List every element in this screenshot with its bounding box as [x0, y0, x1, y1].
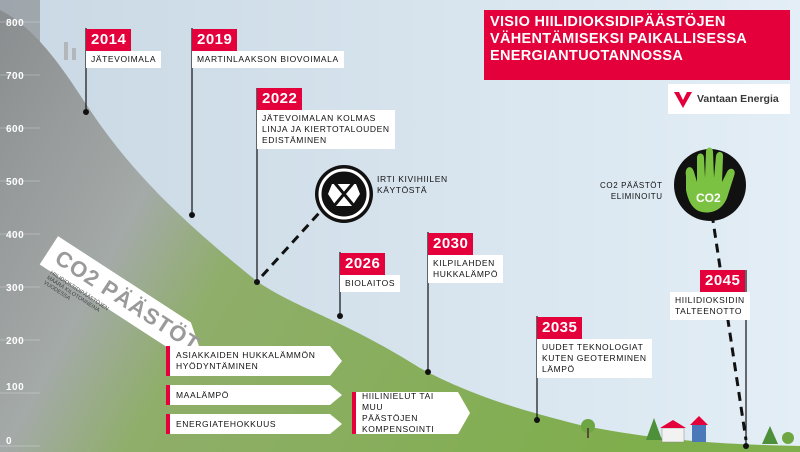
- measure-line: PÄÄSTÖJEN: [362, 413, 418, 423]
- milestone-year-2019: 2019: [192, 29, 238, 51]
- label-line: LINJA JA KIERTOTALOUDEN: [262, 124, 390, 134]
- label-line: JÄTEVOIMALAN KOLMAS: [262, 113, 376, 123]
- milestone-label-2014: JÄTEVOIMALA: [86, 51, 162, 68]
- measure-line: HIILINIELUT TAI MUU: [362, 391, 434, 412]
- y-tick-800: 800: [6, 18, 25, 29]
- measure-line: HYÖDYNTÄMINEN: [176, 361, 259, 371]
- y-tick-300: 300: [6, 283, 25, 294]
- milestone-label-2022: JÄTEVOIMALAN KOLMAS LINJA JA KIERTOTALOU…: [257, 110, 395, 149]
- measure-efficiency: ENERGIATEHOKKUUS: [166, 414, 342, 434]
- measure-line: ENERGIATEHOKKUUS: [176, 418, 277, 429]
- ground-decor: [581, 416, 794, 444]
- y-tick-100: 100: [6, 382, 25, 393]
- y-tick-700: 700: [6, 71, 25, 82]
- capture-connector: [710, 213, 748, 441]
- coal-stop-icon: [315, 165, 373, 223]
- measure-line: ASIAKKAIDEN HUKKALÄMMÖN: [176, 350, 316, 360]
- label-line: TALTEENOTTO: [675, 306, 743, 316]
- milestone-label-2035: UUDET TEKNOLOGIAT KUTEN GEOTERMINEN LÄMP…: [537, 339, 652, 378]
- page-title: VISIO HIILIDIOKSIDIPÄÄSTÖJEN VÄHENTÄMISE…: [484, 10, 790, 80]
- logo-mark-icon: [674, 92, 692, 108]
- milestone-year-2014: 2014: [86, 29, 132, 51]
- label-line: KUTEN GEOTERMINEN: [542, 353, 647, 363]
- label-line: LÄMPÖ: [542, 364, 575, 374]
- y-tick-200: 200: [6, 336, 25, 347]
- label-line: KILPILAHDEN: [433, 258, 495, 268]
- y-tick-500: 500: [6, 177, 25, 188]
- y-tick-400: 400: [6, 230, 25, 241]
- y-tick-600: 600: [6, 124, 25, 135]
- label-line: EDISTÄMINEN: [262, 135, 327, 145]
- logo-text: Vantaan Energia: [697, 93, 779, 105]
- measure-line: KOMPENSOINTI: [362, 424, 435, 434]
- measure-carbon-sinks: HIILINIELUT TAI MUU PÄÄSTÖJEN KOMPENSOIN…: [352, 392, 470, 434]
- note-line: IRTI KIVIHIILEN: [377, 174, 448, 184]
- milestone-year-2030: 2030: [428, 233, 474, 255]
- title-line-2: VÄHENTÄMISEKSI PAIKALLISESSA: [490, 31, 748, 47]
- hand-co2-text: CO2: [696, 191, 721, 205]
- emission-hill: [0, 10, 800, 452]
- measure-ground-heat: MAALÄMPÖ: [166, 385, 342, 405]
- milestone-year-2035: 2035: [537, 317, 583, 339]
- hand-icon: [674, 147, 746, 221]
- y-tick-0: 0: [6, 436, 13, 447]
- milestone-label-2030: KILPILAHDEN HUKKALÄMPÖ: [428, 255, 504, 283]
- milestone-label-2019: MARTINLAAKSON BIOVOIMALA: [192, 51, 344, 68]
- measure-waste-heat: ASIAKKAIDEN HUKKALÄMMÖN HYÖDYNTÄMINEN: [166, 346, 342, 376]
- milestone-label-2026: BIOLAITOS: [340, 275, 401, 292]
- title-line-3: ENERGIANTUOTANNOSSA: [490, 48, 684, 64]
- milestone-year-2022: 2022: [257, 88, 303, 110]
- label-line: HUKKALÄMPÖ: [433, 269, 499, 279]
- label-line: HIILIDIOKSIDIN: [675, 295, 745, 305]
- milestone-year-2045: 2045: [700, 270, 746, 292]
- co2-eliminated-note: CO2 PÄÄSTÖT ELIMINOITU: [600, 180, 663, 202]
- note-line: CO2 PÄÄSTÖT: [600, 181, 663, 190]
- measure-line: MAALÄMPÖ: [176, 389, 229, 400]
- note-line: ELIMINOITU: [610, 192, 663, 201]
- label-line: UUDET TEKNOLOGIAT: [542, 342, 644, 352]
- factory-icon: [64, 42, 76, 60]
- milestone-year-2026: 2026: [340, 253, 386, 275]
- vantaan-energia-logo: Vantaan Energia: [668, 84, 790, 114]
- coal-note: IRTI KIVIHIILEN KÄYTÖSTÄ: [377, 174, 448, 196]
- note-line: KÄYTÖSTÄ: [377, 185, 428, 195]
- title-line-1: VISIO HIILIDIOKSIDIPÄÄSTÖJEN: [490, 14, 726, 30]
- milestone-label-2045: HIILIDIOKSIDIN TALTEENOTTO: [670, 292, 750, 320]
